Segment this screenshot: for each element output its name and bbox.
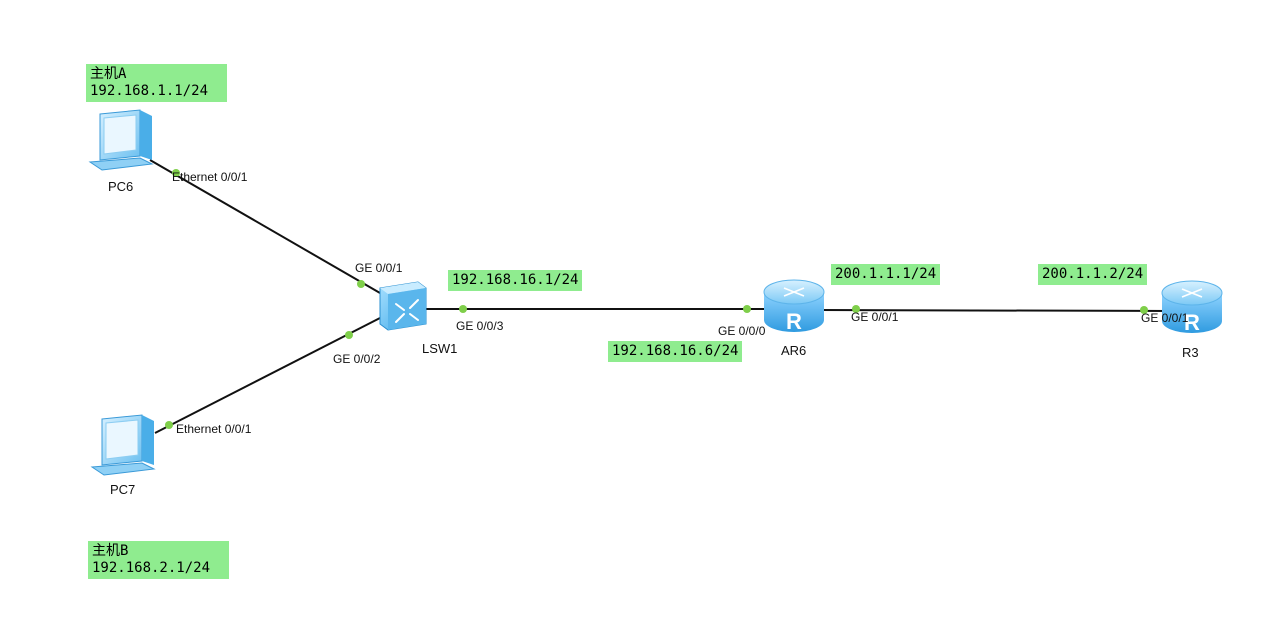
link-pc6-lsw1[interactable]	[149, 159, 381, 294]
router-icon[interactable]: R	[1161, 280, 1223, 335]
port-label-ar6-g0: GE 0/0/0	[718, 324, 766, 338]
links	[149, 159, 1171, 434]
svg-text:R: R	[1184, 310, 1200, 335]
note-ar6-g1-ip: 200.1.1.1/24	[831, 264, 941, 285]
note-host-b: 主机B 192.168.2.1/24	[88, 541, 229, 579]
port-label-lsw1-g3: GE 0/0/3	[456, 319, 504, 333]
port-dot-lsw1-g1	[357, 280, 365, 288]
port-dot-lsw1-g2	[345, 331, 353, 339]
note-lsw1-ip: 192.168.16.1/24	[448, 270, 583, 291]
note-host-a-ip: 192.168.1.1/24	[90, 83, 209, 99]
device-name-pc7: PC7	[110, 482, 136, 497]
port-label-lsw1-g2: GE 0/0/2	[333, 352, 381, 366]
pc-icon[interactable]	[90, 414, 156, 476]
switch-icon[interactable]	[379, 281, 427, 331]
port-dot-ar6-g1	[852, 305, 860, 313]
device-name-pc6: PC6	[108, 179, 134, 194]
port-label-pc6: Ethernet 0/0/1	[172, 170, 248, 184]
port-dot-ar6-g0	[743, 305, 751, 313]
link-ar6-r3[interactable]	[819, 309, 1171, 312]
port-dot-pc6	[172, 169, 180, 177]
port-dot-lsw1-g3	[459, 305, 467, 313]
link-pc7-lsw1[interactable]	[154, 317, 381, 434]
port-label-pc7: Ethernet 0/0/1	[176, 422, 252, 436]
port-dot-pc7	[165, 421, 173, 429]
svg-text:R: R	[786, 309, 802, 334]
note-host-b-title: 主机B	[92, 543, 129, 559]
note-ar6-g0-ip: 192.168.16.6/24	[608, 341, 743, 362]
note-host-a: 主机A 192.168.1.1/24	[86, 64, 227, 102]
note-r3-ip: 200.1.1.2/24	[1038, 264, 1148, 285]
port-label-ar6-g1: GE 0/0/1	[851, 310, 899, 324]
pc-icon[interactable]	[88, 109, 154, 171]
note-host-a-title: 主机A	[90, 66, 127, 82]
port-dots	[165, 169, 1148, 429]
router-icon[interactable]: R	[763, 279, 825, 334]
port-label-lsw1-g1: GE 0/0/1	[355, 261, 403, 275]
note-host-b-ip: 192.168.2.1/24	[92, 560, 211, 576]
device-name-r3: R3	[1182, 345, 1199, 360]
port-label-r3-g1: GE 0/0/1	[1141, 311, 1189, 325]
device-name-ar6: AR6	[781, 343, 807, 358]
device-name-lsw1: LSW1	[422, 341, 458, 356]
port-dot-r3-g1	[1140, 306, 1148, 314]
